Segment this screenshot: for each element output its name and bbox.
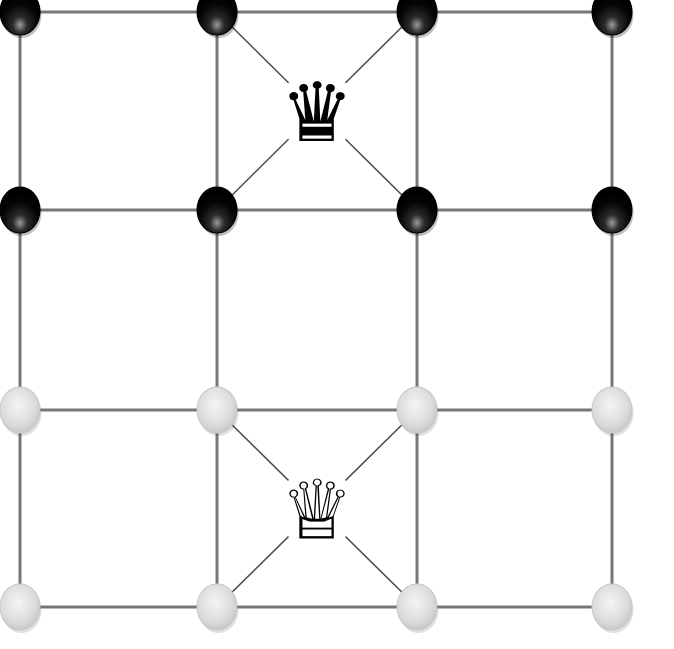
stone-body [396,386,438,434]
white-stone[interactable] [396,386,439,436]
white-stone[interactable] [591,386,634,436]
stone-body [0,0,41,36]
white-stone[interactable] [396,583,439,633]
stone-body [591,0,633,36]
black-stone[interactable] [0,0,42,38]
stone-body [591,583,633,631]
black-stone[interactable] [396,0,439,38]
black-queen-icon[interactable]: ♛ [280,66,354,161]
black-stone[interactable] [196,186,239,236]
stone-body [591,386,633,434]
black-stone[interactable] [196,0,239,38]
stone-body [396,0,438,36]
black-stone[interactable] [396,186,439,236]
stone-body [0,583,41,631]
white-stone[interactable] [0,583,42,633]
stone-body [0,386,41,434]
black-stone[interactable] [0,186,42,236]
stone-body [196,186,238,234]
stone-body [396,186,438,234]
stone-body [591,186,633,234]
black-stone[interactable] [591,186,634,236]
white-queen-icon[interactable]: ♕ [280,464,354,559]
black-stone[interactable] [591,0,634,38]
stone-body [396,583,438,631]
stone-body [196,0,238,36]
board-grid [18,10,614,609]
white-stone[interactable] [0,386,42,436]
white-stone[interactable] [591,583,634,633]
stone-body [0,186,41,234]
stone-body [196,386,238,434]
white-stone[interactable] [196,583,239,633]
royal-pieces: ♛♕ [280,66,354,559]
white-stone[interactable] [196,386,239,436]
stone-body [196,583,238,631]
stones [0,0,634,633]
